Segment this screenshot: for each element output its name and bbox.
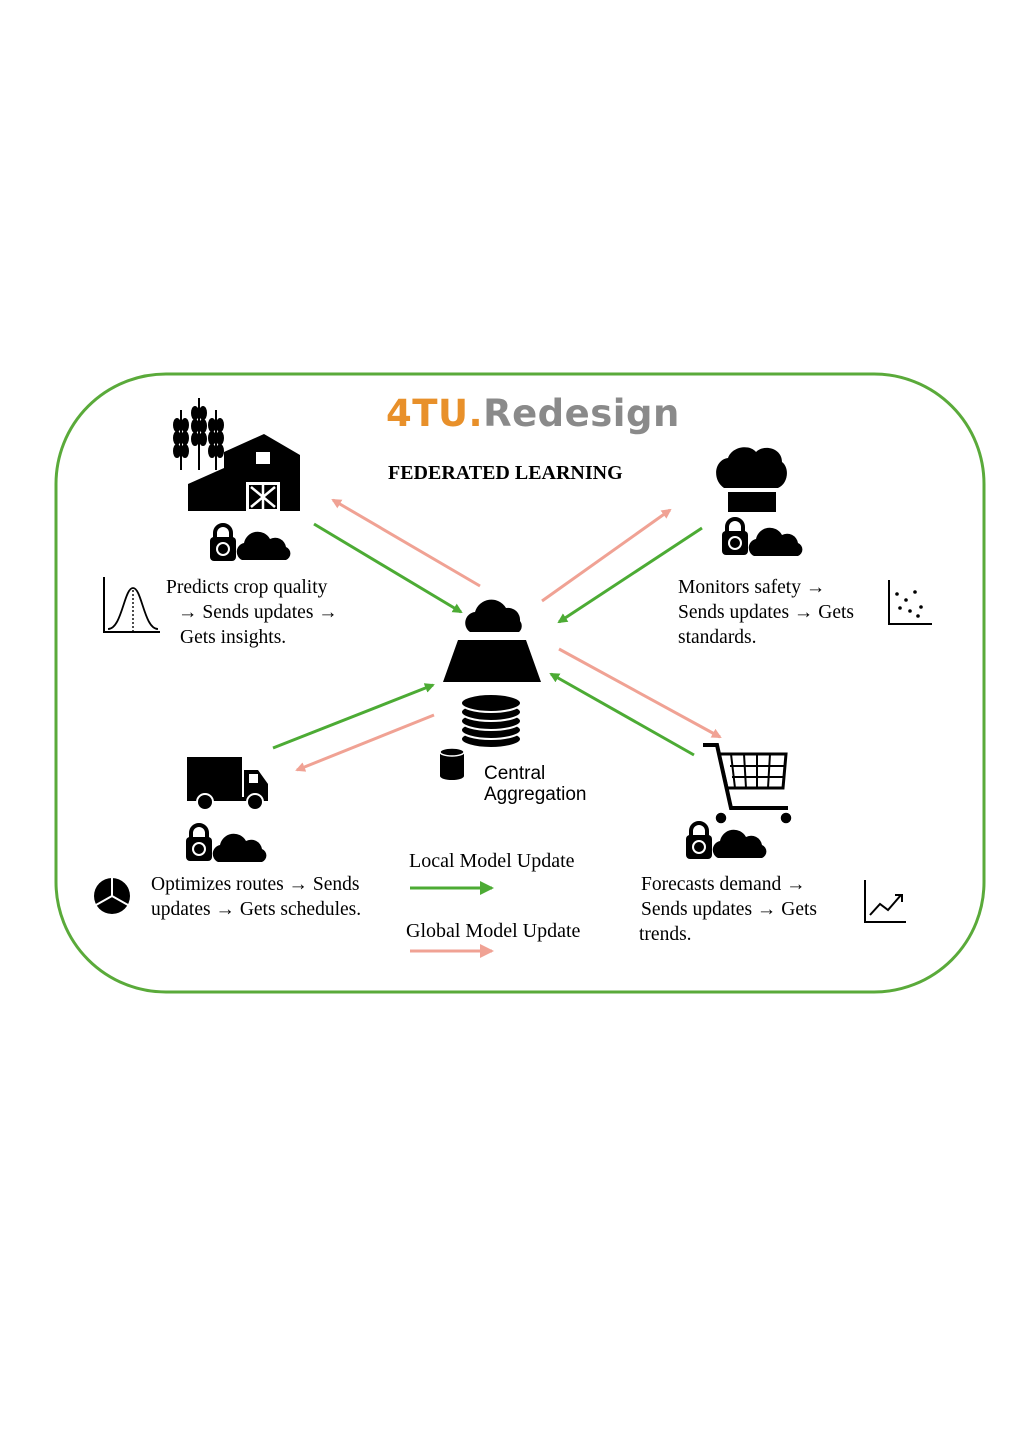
- pie-chart-icon: [94, 878, 130, 914]
- arrow-local-from-logistics: [272, 683, 435, 750]
- central-aggregation-label: Central Aggregation: [484, 763, 586, 805]
- arrow-local-from-farm: [313, 522, 463, 614]
- lock-cloud-icon: [686, 821, 767, 859]
- arrow-global-to-restaurant: [541, 508, 672, 603]
- arrow-local-from-restaurant: [557, 526, 703, 624]
- retail-description-line: Forecasts demand →: [641, 874, 806, 895]
- lock-cloud-icon: [210, 523, 291, 561]
- logistics-description-line: Optimizes routes → Sends: [151, 874, 360, 895]
- line-chart-icon: [864, 880, 906, 923]
- cloud-server-database-icon: [439, 599, 541, 780]
- brand-logo-part1: 4TU.: [386, 392, 484, 435]
- arrow-global-to-logistics: [295, 713, 435, 772]
- arrow-global-to-farm: [331, 498, 481, 588]
- logistics-description: Optimizes routes → Sends updates → Gets …: [151, 872, 361, 922]
- arrow-global-to-retail: [558, 647, 722, 739]
- retail-description-line: trends.: [639, 924, 692, 945]
- restaurant-description-line: standards.: [678, 627, 757, 648]
- retail-description-line: Sends updates → Gets: [641, 899, 818, 920]
- farm-description-line: → Sends updates →: [178, 602, 338, 623]
- shopping-cart-icon: [703, 743, 793, 825]
- farm-barn-wheat-icon: [173, 398, 300, 511]
- lock-cloud-icon: [722, 517, 803, 556]
- central-label-line: Aggregation: [484, 784, 587, 805]
- central-label-line: Central: [484, 763, 546, 784]
- brand-logo: 4TU.Redesign: [386, 392, 680, 435]
- scatter-plot-icon: [888, 580, 932, 625]
- bell-curve-icon: [103, 577, 160, 633]
- truck-icon: [187, 757, 268, 811]
- diagram-title: FEDERATED LEARNING: [388, 462, 623, 484]
- farm-description: Predicts crop quality → Sends updates → …: [166, 575, 338, 650]
- brand-logo-part2: Redesign: [483, 392, 680, 435]
- chef-hat-icon: [716, 447, 787, 512]
- farm-description-line: Predicts crop quality: [166, 577, 328, 598]
- restaurant-description-line: Monitors safety →: [678, 577, 826, 598]
- legend-local-label: Local Model Update: [409, 850, 575, 872]
- restaurant-description-line: Sends updates → Gets: [678, 602, 855, 623]
- lock-cloud-icon: [186, 823, 267, 862]
- arrow-local-from-retail: [549, 672, 695, 757]
- restaurant-description: Monitors safety → Sends updates → Gets s…: [678, 575, 854, 650]
- diagram-frame: [54, 372, 986, 994]
- legend-global-label: Global Model Update: [406, 920, 581, 942]
- logistics-description-line: updates → Gets schedules.: [151, 899, 362, 920]
- farm-description-line: Gets insights.: [180, 627, 287, 648]
- retail-description: Forecasts demand → Sends updates → Gets …: [639, 872, 818, 947]
